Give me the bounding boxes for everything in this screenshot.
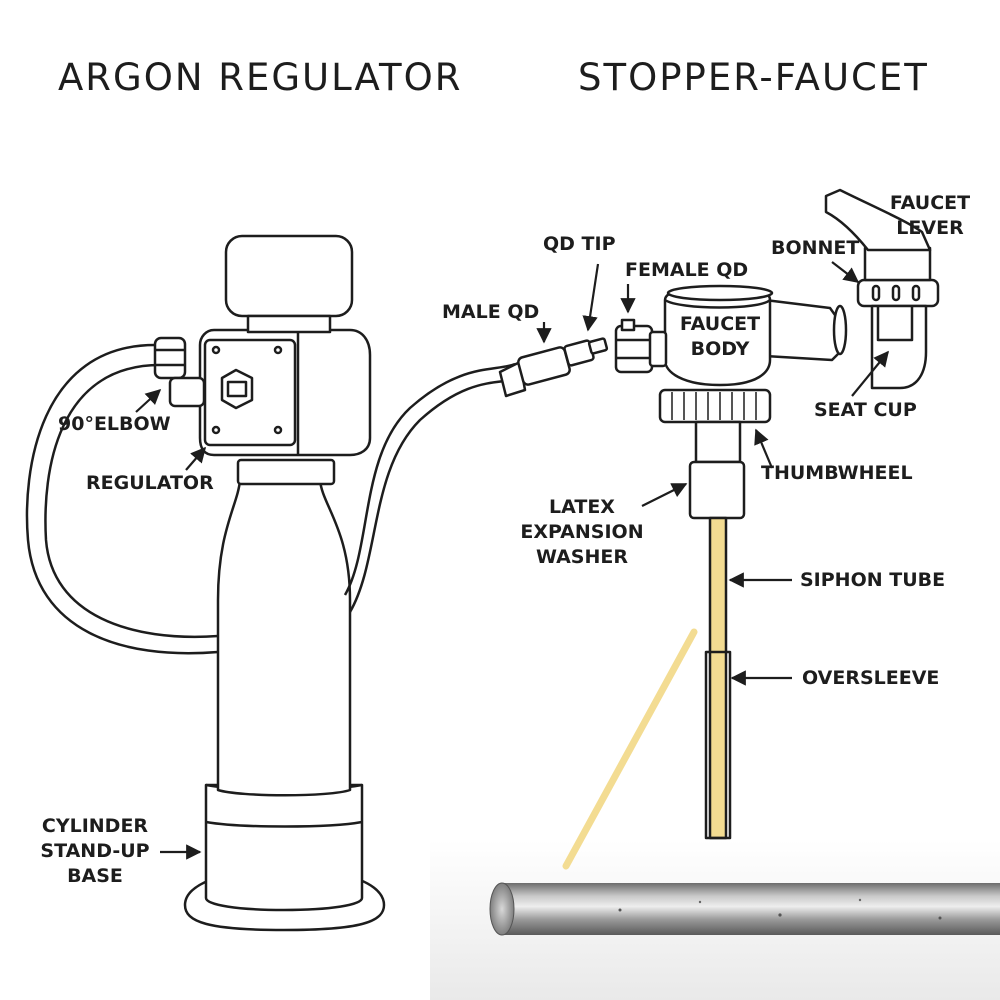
stainless-rod-photo: [489, 882, 1000, 936]
label-cylinder-base: CYLINDER STAND-UP BASE: [40, 815, 150, 887]
faucet-body: [663, 284, 774, 387]
regulator-hex-nut: [220, 368, 254, 410]
arrow-elbow: [135, 388, 162, 413]
seat-cup: [870, 304, 928, 390]
bonnet: [856, 246, 940, 308]
female-qd-fitting: [614, 318, 668, 374]
label-faucet-lever: FAUCET LEVER: [889, 192, 971, 239]
faucet-spout: [763, 298, 842, 362]
argon-cylinder: [216, 478, 352, 797]
regulator-knob: [224, 234, 354, 318]
elbow-fitting: [153, 336, 206, 408]
title-stopper-faucet: STOPPER-FAUCET: [578, 56, 929, 99]
label-siphon-tube: SIPHON TUBE: [800, 569, 946, 591]
regulator-body: [198, 328, 372, 457]
hose-left: [25, 343, 219, 655]
guide-line: [562, 628, 698, 870]
hose-left-inner: [44, 363, 219, 638]
label-regulator: REGULATOR: [86, 472, 214, 494]
label-male-qd: MALE QD: [442, 301, 540, 323]
arrow-bonnet: [831, 261, 860, 283]
label-qd-tip: QD TIP: [543, 233, 616, 255]
label-latex-washer: LATEX EXPANSION WASHER: [520, 496, 644, 568]
thumbwheel: [658, 388, 772, 424]
title-argon-regulator: ARGON REGULATOR: [58, 56, 463, 99]
arrow-seat-cup: [851, 350, 889, 397]
cylinder-stand-up-base: [183, 783, 386, 932]
siphon-tube: [708, 516, 728, 840]
hose-right: [348, 376, 521, 613]
latex-expansion-washer: [688, 460, 746, 520]
cylinder-valve: [236, 458, 336, 486]
arrow-thumbwheel: [754, 428, 774, 469]
male-qd-fitting: [498, 337, 609, 398]
label-seat-cup: SEAT CUP: [814, 399, 917, 421]
label-faucet-body: FAUCET BODY: [679, 313, 761, 360]
arrow-latex-washer: [641, 483, 688, 507]
faucet-lever: [824, 188, 932, 252]
label-thumbwheel: THUMBWHEEL: [761, 462, 913, 484]
oversleeve: [704, 650, 732, 840]
arrow-qd-tip: [582, 263, 600, 332]
label-elbow: 90°ELBOW: [58, 413, 171, 435]
arrow-regulator: [185, 446, 207, 471]
label-bonnet: BONNET: [771, 237, 860, 259]
label-oversleeve: OVERSLEEVE: [802, 667, 940, 689]
label-female-qd: FEMALE QD: [625, 259, 749, 281]
stopper-stem: [694, 420, 742, 464]
hose-right-inner: [343, 362, 516, 596]
